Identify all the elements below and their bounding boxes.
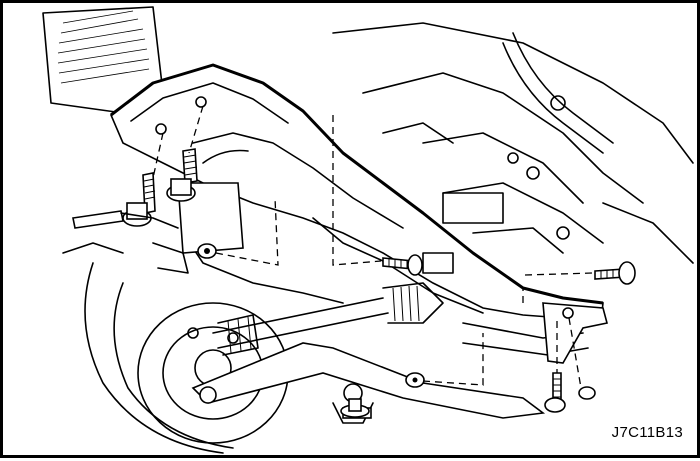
- nut-lower-center: [405, 372, 425, 388]
- tie-rod: [62, 210, 179, 254]
- mount-bottom: [340, 398, 370, 418]
- bolt-center: [382, 254, 423, 276]
- drive-shaft: [212, 282, 589, 356]
- alignment-lines: [152, 105, 594, 389]
- bolt-front-left-2: [166, 148, 198, 202]
- bolt-lower-right: [544, 372, 566, 413]
- bolt-left-nut: [197, 243, 217, 259]
- bracket: [542, 302, 608, 364]
- nut-lower-right: [578, 386, 596, 400]
- figure-reference-code: J7C11B13: [611, 424, 683, 441]
- suspension-crossmember-illustration: [42, 6, 694, 454]
- bolt-right: [594, 261, 636, 285]
- front-wheel: [84, 262, 289, 454]
- engine-block: [332, 22, 694, 264]
